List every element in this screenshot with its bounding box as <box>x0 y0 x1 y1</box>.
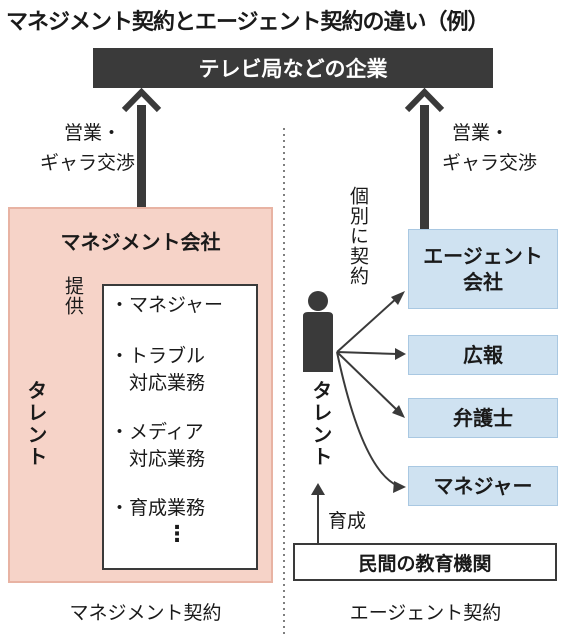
talent-label-right: タレント <box>309 380 333 468</box>
provide-label: 提供 <box>62 276 84 316</box>
duty-item: ・トラブル 対応業務 <box>110 345 206 394</box>
duty-item: ・育成業務 <box>110 497 206 519</box>
manager-box: マネジャー <box>408 466 558 506</box>
training-up-arrow <box>311 483 325 543</box>
diagram-title: マネジメント契約とエージェント契約の違い（例） <box>6 10 490 35</box>
lawyer-box: 弁護士 <box>408 398 558 438</box>
duties-list: ・マネジャー ・トラブル 対応業務 ・メディア 対応業務 ・育成業務 <box>110 292 256 522</box>
individual-contract-label: 個別に契約 <box>347 186 369 286</box>
agent-company-box: エージェント 会社 <box>408 229 558 309</box>
fan-arrows <box>336 296 399 487</box>
talent-right-person-icon <box>303 291 333 372</box>
negotiation-label-right: 営業・ ギャラ交渉 <box>442 122 538 174</box>
training-label: 育成 <box>328 510 367 532</box>
left-up-arrow <box>121 87 162 207</box>
agent-contract-label: エージェント契約 <box>349 602 502 624</box>
duty-item: ・メディア 対応業務 <box>110 421 206 470</box>
management-company-title: マネジメント会社 <box>60 230 221 254</box>
duties-box <box>102 284 258 570</box>
right-up-arrow <box>404 87 445 229</box>
private-school-box: 民間の教育機関 <box>293 543 557 581</box>
negotiation-label-left: 営業・ ギャラ交渉 <box>40 122 136 174</box>
duty-item: ・マネジャー <box>110 294 224 316</box>
more-ellipsis: ⋮ <box>166 522 188 547</box>
management-contract-label: マネジメント契約 <box>69 602 222 624</box>
tv-company-box: テレビ局などの企業 <box>93 48 493 88</box>
pr-box: 広報 <box>408 335 558 375</box>
talent-label-left: タレント <box>24 380 48 468</box>
